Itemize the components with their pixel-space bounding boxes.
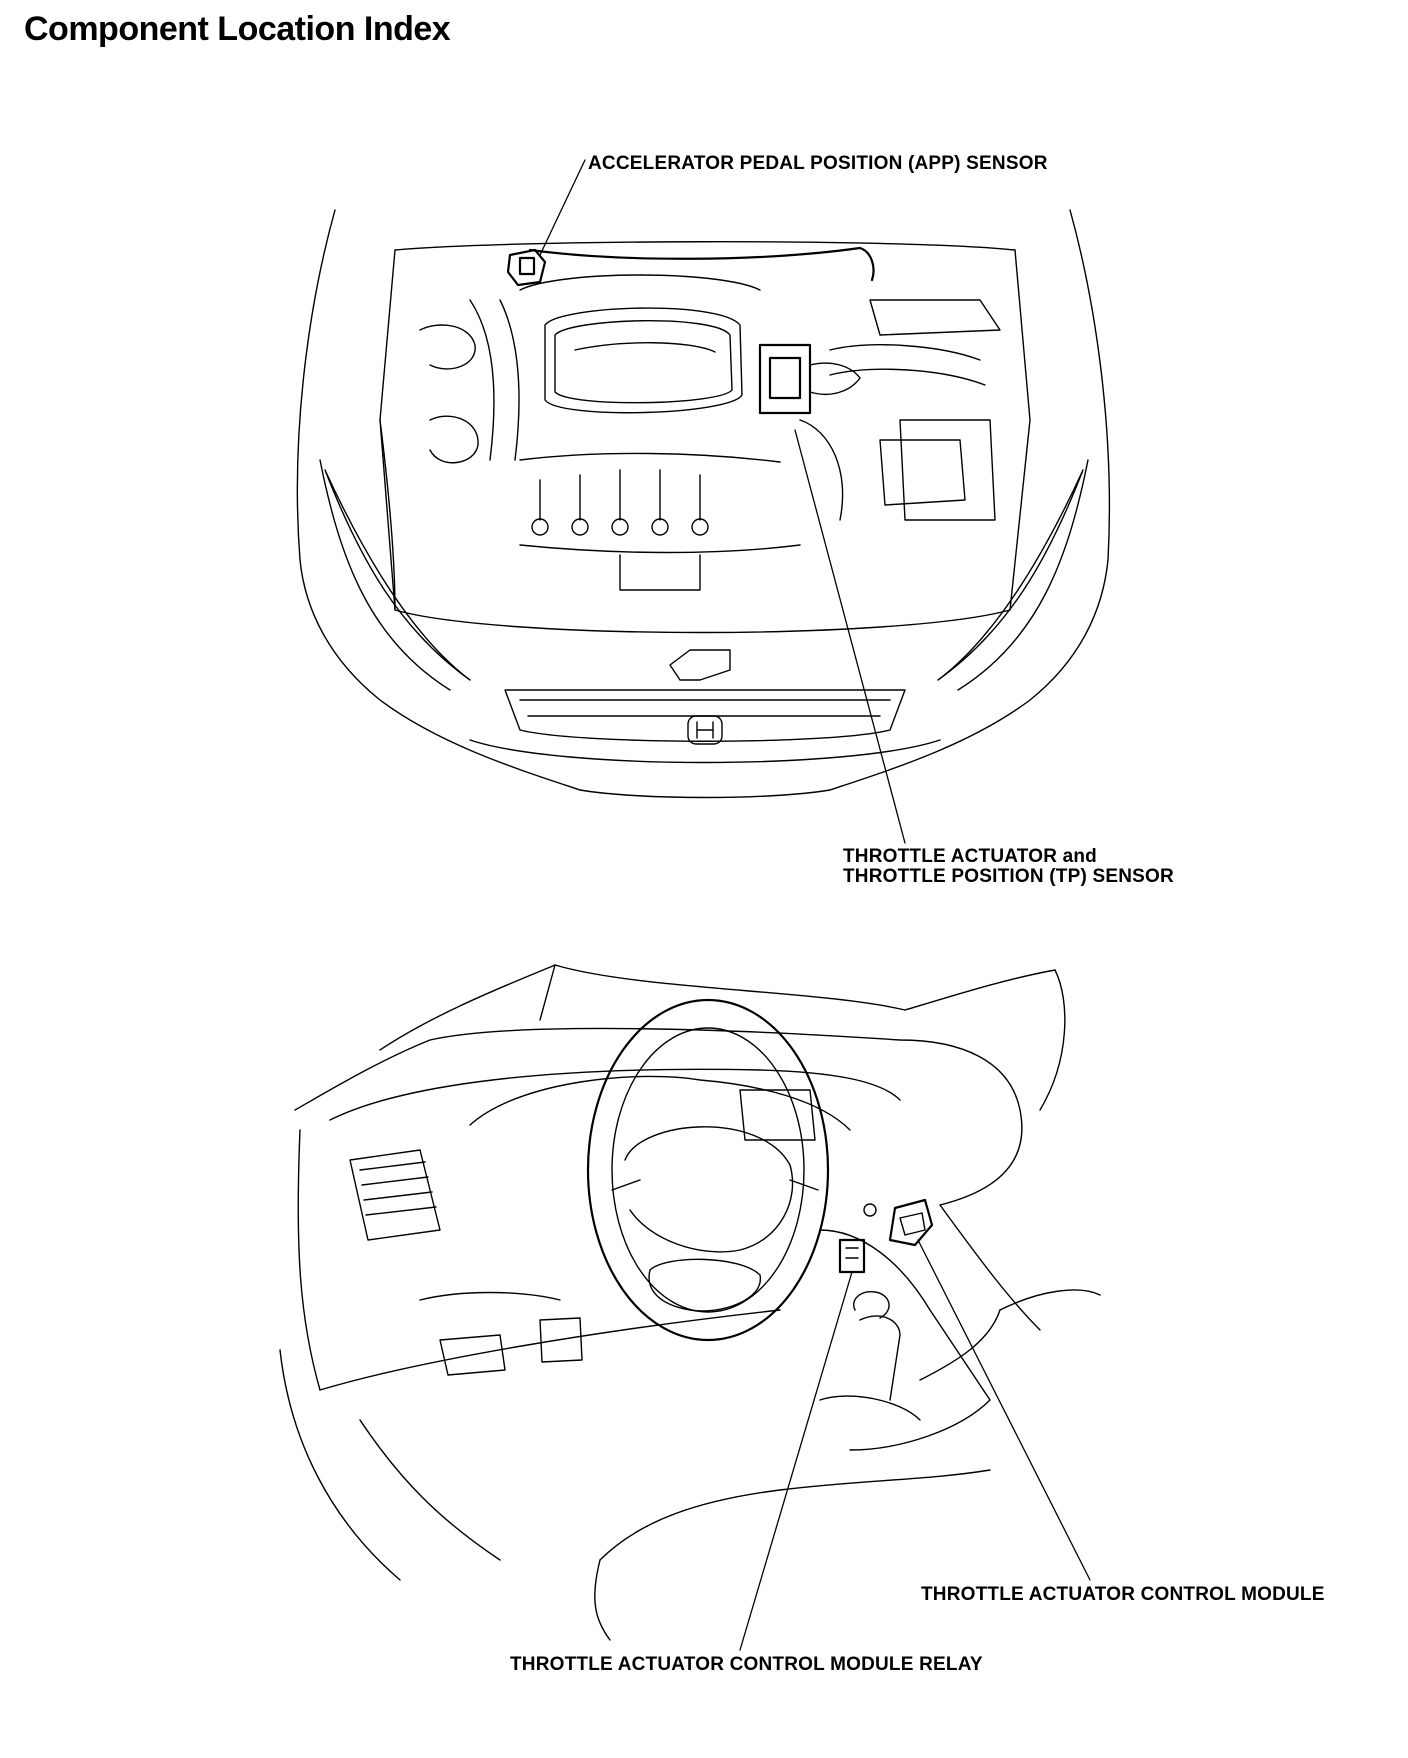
tac-relay-leader [739, 1271, 853, 1651]
tac-relay-shape [838, 1238, 866, 1274]
app-sensor-leader [539, 159, 586, 256]
page-title: Component Location Index [24, 10, 451, 48]
engine-bay-illustration [296, 209, 1111, 799]
tac-module-label: THROTTLE ACTUATOR CONTROL MODULE [921, 1584, 1325, 1605]
throttle-actuator-label-line1: THROTTLE ACTUATOR and [843, 846, 1097, 867]
app-sensor-label: ACCELERATOR PEDAL POSITION (APP) SENSOR [588, 153, 1048, 174]
interior-illustration [279, 964, 1101, 1641]
honda-emblem-icon [687, 715, 723, 745]
tac-module-leader [917, 1239, 1091, 1581]
throttle-actuator-label-line2: THROTTLE POSITION (TP) SENSOR [843, 866, 1174, 887]
tac-module-relay-label: THROTTLE ACTUATOR CONTROL MODULE RELAY [510, 1654, 983, 1675]
tac-module-shape [888, 1198, 934, 1247]
throttle-actuator-leader [794, 429, 906, 844]
